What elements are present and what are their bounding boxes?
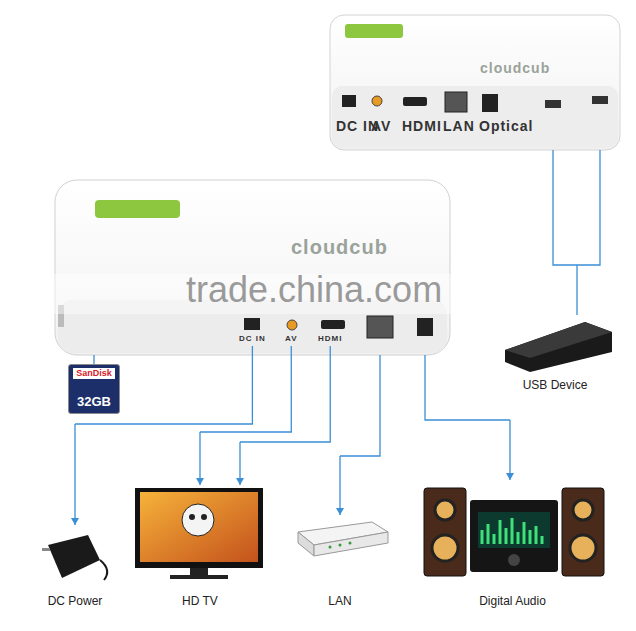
dc-port: [342, 95, 356, 107]
brand-name: cloudcub: [480, 60, 550, 76]
power-cable: [100, 560, 107, 580]
connector-line: [340, 355, 380, 515]
router-light: [329, 546, 332, 549]
tv-screen: [140, 492, 258, 562]
port-name: HDMI: [402, 118, 442, 134]
audio-eq-bars: [482, 518, 542, 544]
speaker: [424, 488, 466, 576]
device-name: HD TV: [182, 594, 218, 608]
tv-base: [170, 575, 228, 579]
port-name: AV: [285, 334, 298, 344]
device: Digital Audio: [415, 480, 610, 611]
panda-eye: [201, 514, 207, 520]
port-name: DC IN: [239, 334, 266, 344]
connector-line: [425, 355, 510, 480]
speaker-cone: [573, 500, 593, 520]
arrowhead: [236, 478, 244, 485]
arrowhead: [71, 518, 79, 525]
arrowhead: [506, 473, 514, 480]
router-front: [314, 532, 388, 556]
device-name: LAN: [328, 594, 351, 608]
device: LAN: [285, 515, 395, 611]
audio-unit: [470, 500, 558, 572]
media-box: cloudcubDC INAVHDMILANOptical: [330, 15, 620, 150]
audio-display: [478, 512, 550, 548]
audio-knob: [508, 554, 520, 566]
hdmi-port: [321, 320, 345, 329]
port-label: HDMI: [318, 334, 342, 344]
watermark: trade.china.com: [186, 270, 442, 310]
usb-port: [545, 100, 561, 108]
router-light: [349, 542, 352, 545]
arrowhead: [336, 508, 344, 515]
connector: [336, 355, 380, 515]
device-name: DC Power: [48, 594, 103, 608]
device-name: Digital Audio: [479, 594, 546, 608]
sticker: [95, 200, 180, 218]
box-back-body: [330, 15, 620, 150]
box-back-face: [332, 86, 618, 148]
port-label: AV: [285, 334, 298, 344]
usb-drive-top: [505, 322, 612, 358]
connector: [196, 346, 291, 485]
connector-line: [93, 355, 94, 364]
lan-port: [367, 316, 393, 338]
device: USB Device: [495, 315, 615, 395]
sticker: [345, 24, 403, 38]
arrowhead: [196, 478, 204, 485]
connector: [553, 150, 600, 315]
box-front-body: [55, 180, 450, 355]
av-jack: [287, 320, 297, 330]
port-name: LAN: [443, 118, 475, 134]
optical-port: [482, 94, 498, 112]
port-label: LAN: [443, 118, 475, 134]
port-name: AV: [371, 118, 391, 134]
speaker-cone: [435, 500, 455, 520]
tv-stand: [190, 568, 208, 575]
usb-drive: [505, 322, 612, 372]
port-label: Optical: [479, 118, 533, 134]
power-adapter: [48, 535, 100, 578]
device: DC Power: [25, 525, 125, 611]
connector-line: [200, 346, 291, 485]
connector: [71, 346, 252, 525]
connector-line: [240, 346, 330, 485]
panda: [182, 504, 214, 536]
port-name: HDMI: [318, 334, 342, 344]
hdmi-port: [403, 97, 427, 106]
plug-pin: [42, 548, 50, 551]
speaker-cone: [570, 535, 596, 561]
media-box: cloudcub DC IN AV HDMI: [55, 180, 450, 355]
port-label: DC IN: [239, 334, 266, 344]
usb-port: [592, 96, 608, 104]
tv-frame: [135, 488, 263, 568]
dc-port: [244, 318, 260, 330]
device-name: SanDisk: [73, 368, 115, 379]
port-label: AV: [371, 118, 391, 134]
port-label: HDMI: [402, 118, 442, 134]
av-jack: [372, 96, 382, 106]
device: HD TV: [125, 485, 275, 611]
connector-line: [553, 150, 600, 315]
lan-port: [445, 92, 467, 112]
speaker-cone: [432, 535, 458, 561]
device-name: 32GB: [77, 394, 111, 409]
router-side: [298, 532, 314, 556]
connector: [236, 346, 330, 485]
optical-port: [417, 318, 433, 336]
brand-name: cloudcub: [291, 236, 388, 258]
router-light: [339, 544, 342, 547]
connector: [94, 355, 95, 364]
device-name: USB Device: [523, 378, 588, 392]
panda-eye: [189, 514, 195, 520]
connector: [425, 355, 514, 480]
speaker: [562, 488, 604, 576]
sd-card: SanDisk 32GB: [68, 364, 120, 414]
port-name: Optical: [479, 118, 533, 134]
